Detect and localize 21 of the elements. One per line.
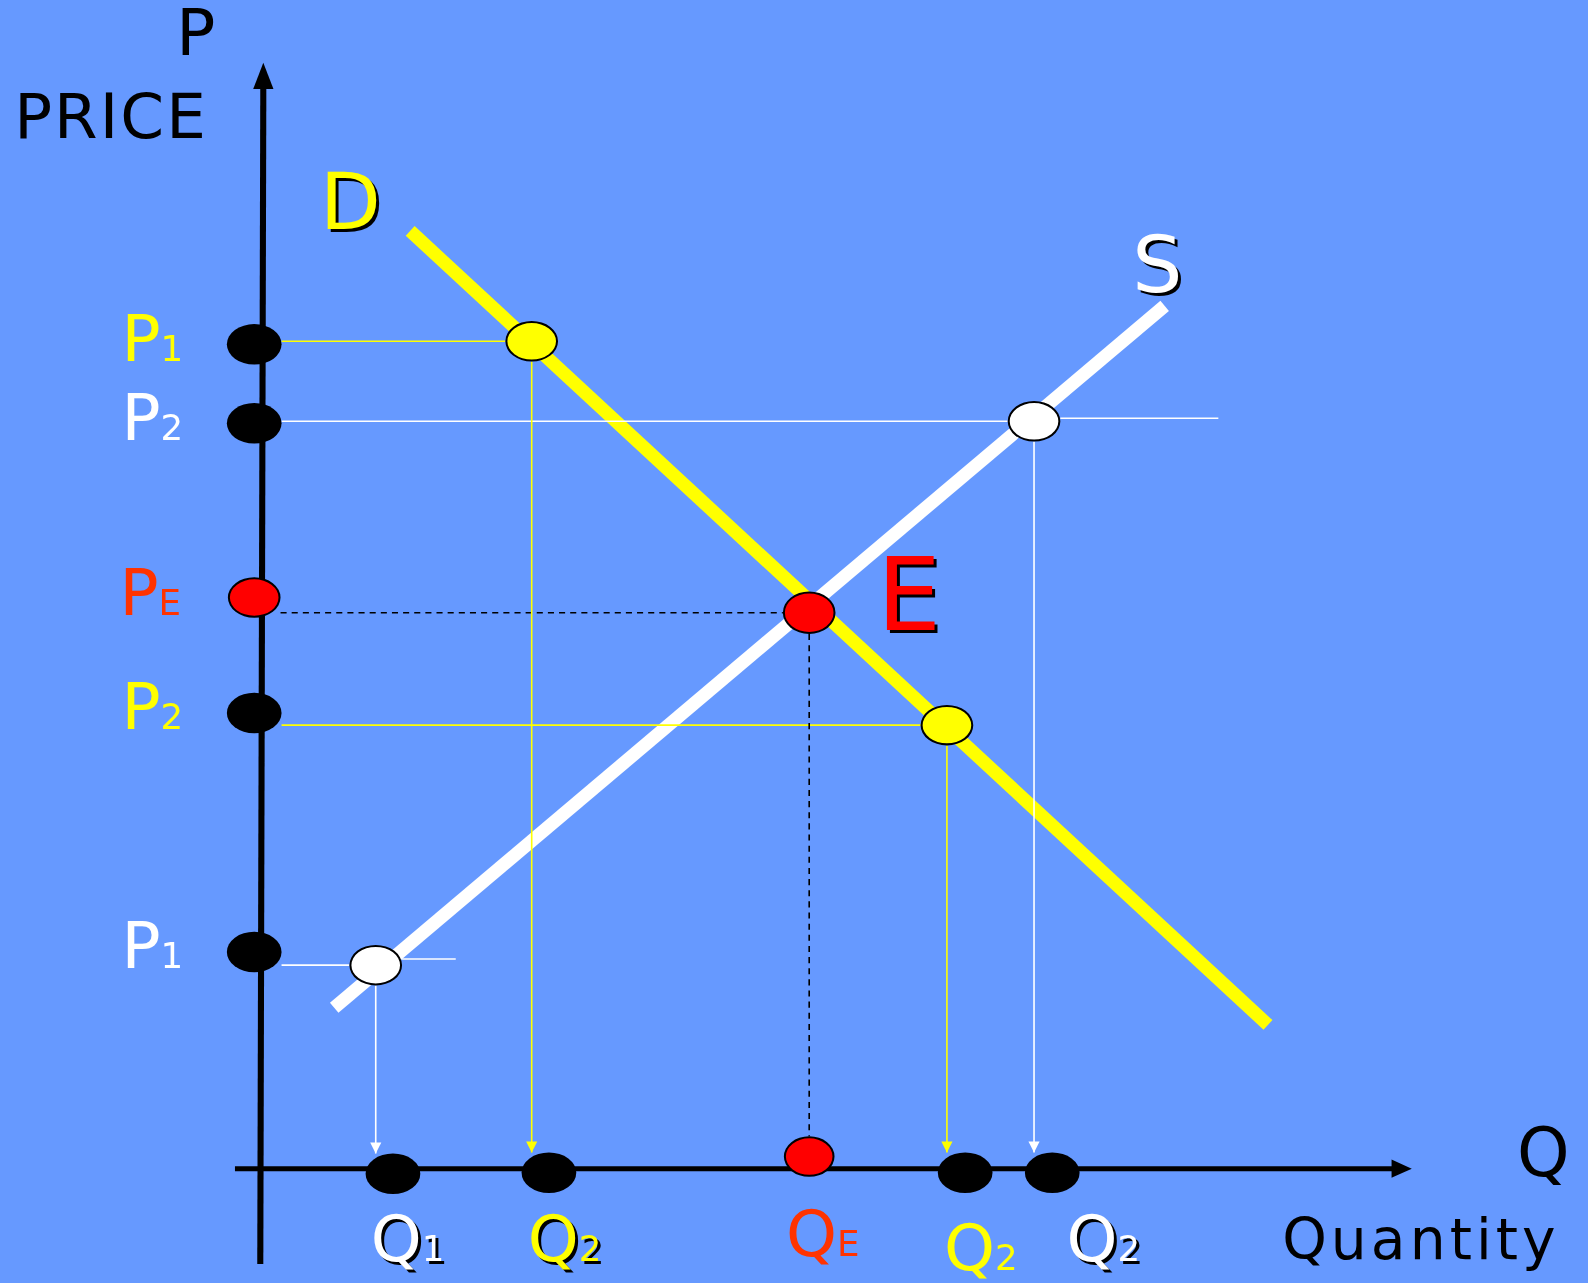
axis-title: P bbox=[176, 0, 216, 65]
dashed-guide-line bbox=[808, 633, 810, 1138]
arrow bbox=[1028, 440, 1040, 1154]
guide-line bbox=[280, 724, 922, 726]
arrow bbox=[526, 360, 538, 1154]
equilibrium-label: E bbox=[877, 544, 942, 647]
demand-point bbox=[505, 321, 559, 362]
demand-point bbox=[920, 704, 974, 746]
curve-label: D bbox=[320, 162, 381, 242]
arrow bbox=[941, 744, 953, 1154]
axis-point bbox=[227, 577, 281, 618]
guide-line bbox=[280, 964, 351, 966]
supply-point bbox=[349, 944, 403, 986]
axis-title: Q bbox=[1517, 1120, 1570, 1187]
curve-label: S bbox=[1132, 224, 1183, 304]
axis-title: PRICE bbox=[14, 85, 208, 148]
axis-point bbox=[783, 1136, 835, 1177]
supply-point bbox=[1007, 401, 1061, 442]
guide-line bbox=[280, 420, 1009, 423]
arrow bbox=[370, 984, 382, 1155]
guide-line bbox=[280, 340, 507, 343]
